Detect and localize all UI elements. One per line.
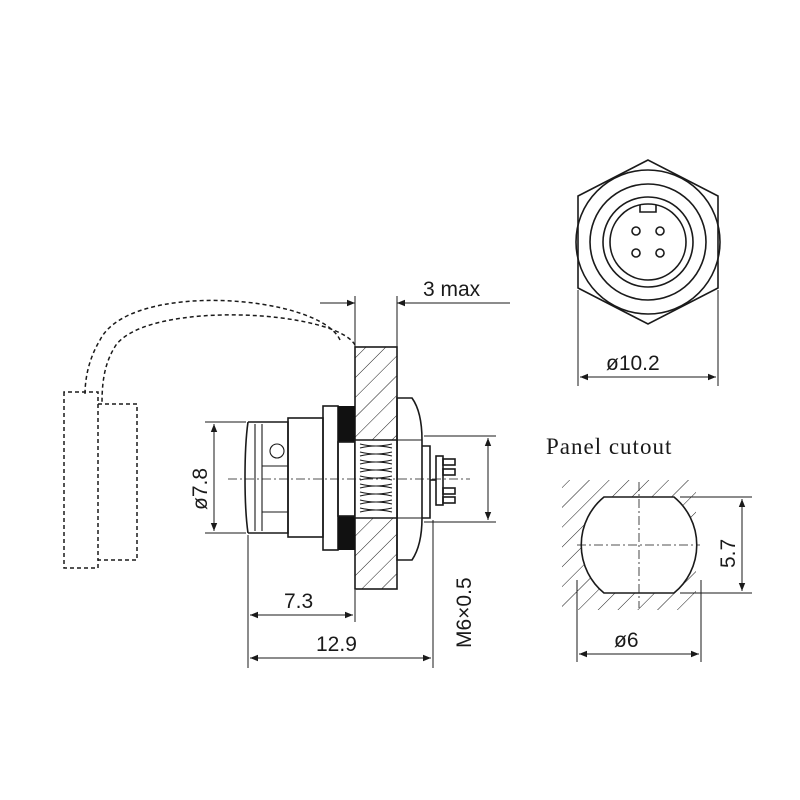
label-cutout-diameter: ø6 (614, 629, 639, 652)
dim-total-length: 12.9 (250, 520, 434, 668)
flange-circle (575, 169, 721, 315)
dim-panel-thickness: 3 max (320, 278, 510, 347)
contact-holes (631, 226, 665, 258)
dust-cap-dashed (63, 299, 356, 569)
label-panel-thickness: 3 max (423, 278, 481, 301)
label-body-diameter: ø7.8 (189, 468, 212, 510)
cutout-title: Panel cutout (546, 434, 672, 459)
dim-body-diameter: ø7.8 (189, 421, 246, 534)
panel-cutout: Panel cutout 5.7 ø6 (546, 434, 752, 662)
side-view: 3 max ø7.8 7.3 12.9 M6×0.5 (63, 278, 510, 668)
front-flange (322, 405, 356, 551)
solder-contacts (430, 455, 456, 506)
label-front-diameter: ø10.2 (606, 352, 660, 375)
receptacle-body (244, 417, 324, 538)
hex-outline (577, 159, 719, 325)
hex-nut (396, 397, 431, 561)
label-thread: M6×0.5 (453, 577, 476, 648)
label-cutout-height: 5.7 (717, 539, 740, 568)
label-total-length: 12.9 (316, 633, 357, 656)
front-view: ø10.2 (575, 159, 721, 386)
dim-thread: M6×0.5 (424, 435, 496, 648)
key-notch (639, 205, 657, 213)
label-front-length: 7.3 (284, 590, 313, 613)
dim-front-length: 7.3 (247, 535, 356, 668)
